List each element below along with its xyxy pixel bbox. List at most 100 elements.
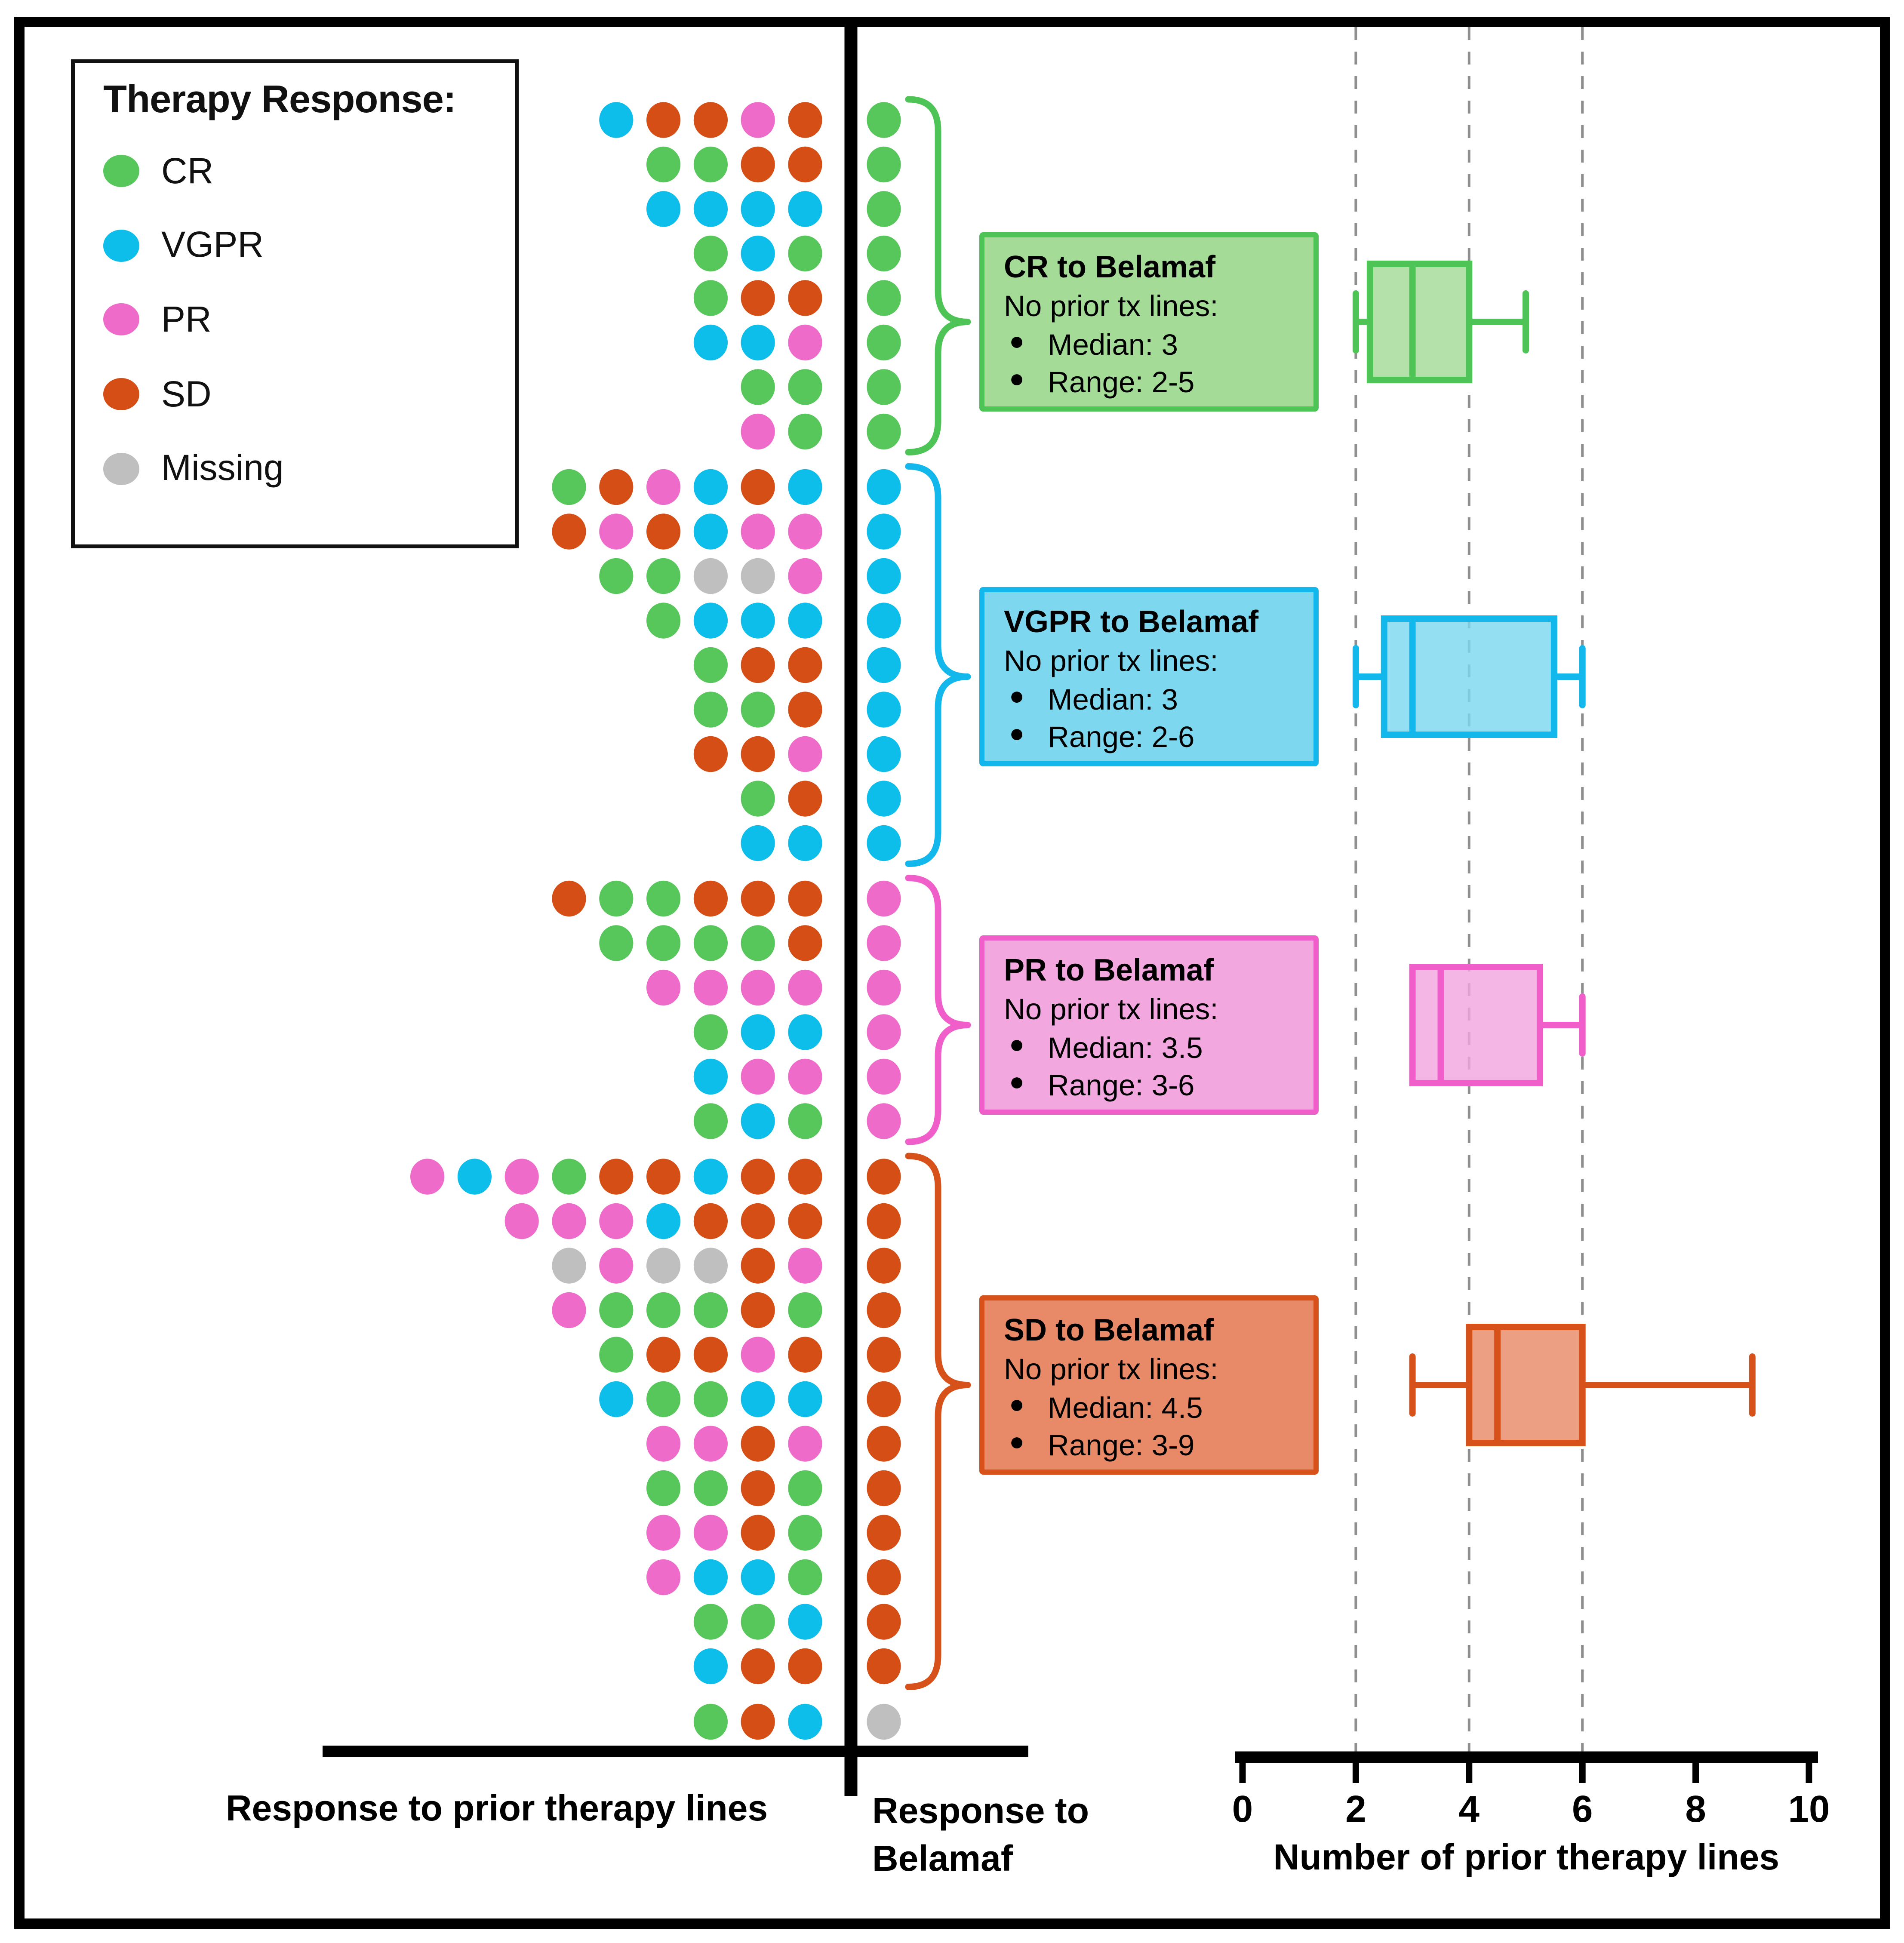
prior-dot-cr — [788, 1103, 822, 1139]
belamaf-dot-pr — [867, 880, 901, 917]
annotation-bullet-text: Range: 3-9 — [1048, 1428, 1195, 1462]
belamaf-dot-sd — [867, 1559, 901, 1596]
legend-dot-pr — [103, 304, 139, 336]
prior-dot-sd — [788, 781, 822, 817]
x-axis-label-prior-therapy: Response to prior therapy lines — [225, 1788, 768, 1828]
prior-dot-pr — [410, 1159, 445, 1195]
bullet-icon: ● — [1009, 1390, 1025, 1419]
prior-dot-vgpr — [741, 825, 775, 861]
annotation-title: VGPR to Belamaf — [1004, 605, 1259, 640]
legend-item-pr: PR — [103, 283, 515, 357]
prior-dot-sd — [788, 925, 822, 961]
prior-dot-cr — [693, 235, 728, 272]
belamaf-dot-sd — [867, 1337, 901, 1373]
prior-dot-sd — [788, 1203, 822, 1239]
belamaf-dot-vgpr — [867, 647, 901, 683]
prior-dot-vgpr — [693, 1058, 728, 1095]
x-tick-label-2: 2 — [1345, 1788, 1366, 1830]
annotation-subtitle: No prior tx lines: — [1004, 1353, 1218, 1387]
prior-dot-pr — [741, 1337, 775, 1373]
legend-item-cr: CR — [103, 134, 515, 209]
prior-dot-sd — [599, 469, 634, 505]
prior-dot-cr — [599, 1292, 634, 1328]
annotation-box-cr: CR to Belamaf No prior tx lines: ● Media… — [979, 232, 1319, 412]
annotation-bullet-text: Median: 3 — [1048, 682, 1178, 716]
prior-dot-pr — [646, 1426, 681, 1462]
prior-dot-pr — [788, 558, 822, 594]
prior-dot-sd — [741, 647, 775, 683]
prior-dot-vgpr — [693, 513, 728, 550]
prior-dot-vgpr — [788, 603, 822, 639]
prior-dot-sd — [646, 1337, 681, 1373]
prior-dot-sd — [741, 280, 775, 316]
legend-item-label: PR — [161, 299, 212, 339]
bullet-icon: ● — [1009, 327, 1025, 356]
prior-dot-cr — [693, 1103, 728, 1139]
prior-dot-sd — [741, 1248, 775, 1284]
x-tick-label-0: 0 — [1232, 1788, 1253, 1830]
prior-dot-cr — [599, 558, 634, 594]
belamaf-dot-vgpr — [867, 603, 901, 639]
prior-dot-vgpr — [741, 191, 775, 227]
legend-dot-missing — [103, 452, 139, 485]
prior-dot-sd — [741, 1203, 775, 1239]
prior-dot-vgpr — [788, 469, 822, 505]
belamaf-dot-vgpr — [867, 692, 901, 728]
bullet-icon: ● — [1009, 1068, 1025, 1097]
prior-dot-pr — [741, 513, 775, 550]
x-tick-label-8: 8 — [1685, 1788, 1706, 1830]
prior-dot-cr — [646, 146, 681, 183]
prior-dot-cr — [788, 369, 822, 405]
annotation-box-vgpr: VGPR to Belamaf No prior tx lines: ● Med… — [979, 587, 1319, 766]
prior-dot-sd — [646, 513, 681, 550]
prior-dot-vgpr — [693, 324, 728, 361]
legend-item-label: VGPR — [161, 225, 264, 265]
belamaf-dot-pr — [867, 1058, 901, 1095]
prior-dot-pr — [788, 1058, 822, 1095]
legend-title: Therapy Response: — [103, 79, 456, 121]
prior-dot-cr — [552, 1159, 586, 1195]
prior-dot-pr — [646, 969, 681, 1006]
legend-item-label: SD — [161, 373, 212, 414]
annotation-subtitle: No prior tx lines: — [1004, 993, 1218, 1027]
annotation-bullet: ● Median: 3 — [1004, 681, 1313, 719]
prior-dot-sd — [788, 880, 822, 917]
prior-dot-sd — [788, 1648, 822, 1685]
legend-item-vgpr: VGPR — [103, 209, 515, 283]
prior-dot-vgpr — [646, 191, 681, 227]
belamaf-dot-cr — [867, 191, 901, 227]
prior-dot-vgpr — [788, 1381, 822, 1417]
prior-dot-pr — [599, 1203, 634, 1239]
prior-dot-vgpr — [741, 1103, 775, 1139]
prior-dot-vgpr — [457, 1159, 492, 1195]
x-tick-label-10: 10 — [1788, 1788, 1830, 1830]
belamaf-dot-cr — [867, 280, 901, 316]
prior-dot-cr — [788, 235, 822, 272]
prior-dot-cr — [693, 925, 728, 961]
prior-dot-pr — [693, 1515, 728, 1551]
prior-dot-pr — [504, 1203, 539, 1239]
prior-dot-cr — [788, 1292, 822, 1328]
prior-dot-sd — [693, 736, 728, 772]
belamaf-dot-cr — [867, 235, 901, 272]
annotation-bullet: ● Range: 2-5 — [1004, 364, 1313, 402]
belamaf-dot-sd — [867, 1381, 901, 1417]
prior-dot-vgpr — [788, 825, 822, 861]
belamaf-dot-sd — [867, 1426, 901, 1462]
annotation-title: SD to Belamaf — [1004, 1313, 1214, 1348]
prior-dot-cr — [741, 1604, 775, 1640]
prior-dot-pr — [741, 102, 775, 138]
boxplot-box-cr — [1366, 261, 1473, 383]
belamaf-dot-sd — [867, 1159, 901, 1195]
prior-dot-vgpr — [693, 191, 728, 227]
prior-dot-cr — [693, 1381, 728, 1417]
prior-dot-pr — [693, 1426, 728, 1462]
prior-dot-sd — [788, 1337, 822, 1373]
prior-dot-sd — [741, 736, 775, 772]
group-bracket-cr — [905, 96, 971, 455]
prior-dot-missing — [552, 1248, 586, 1284]
annotation-bullet: ● Median: 3.5 — [1004, 1029, 1313, 1067]
annotation-bullet: ● Median: 3 — [1004, 326, 1313, 364]
prior-dot-cr — [741, 692, 775, 728]
